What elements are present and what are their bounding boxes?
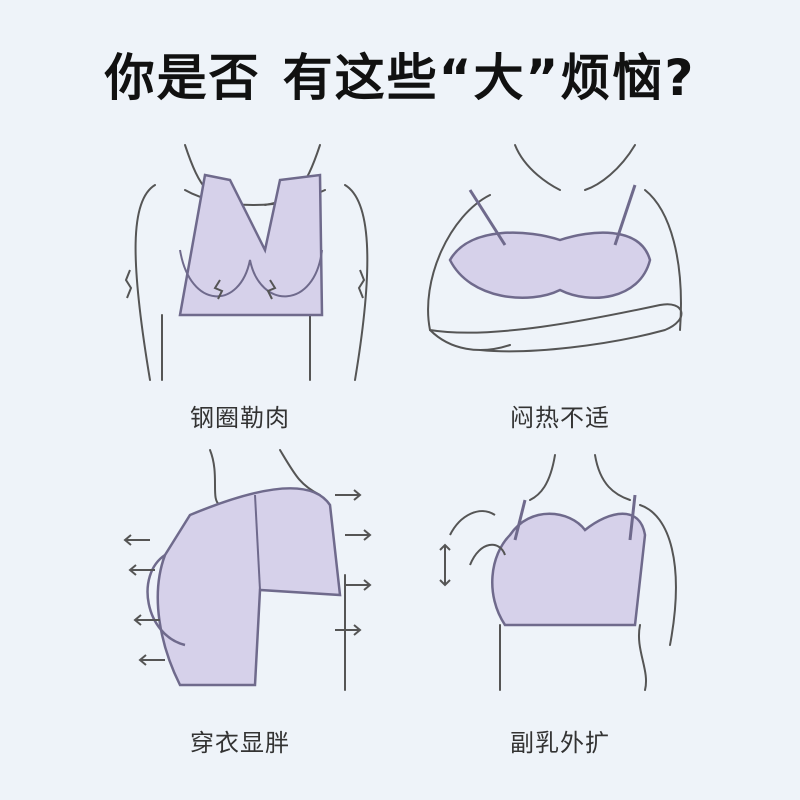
underwire-illustration	[124, 144, 369, 381]
title-part2: 有这些“大”烦恼?	[282, 49, 696, 107]
side-spill-illustration	[439, 454, 677, 691]
panel-side-spill: 副乳外扩	[410, 445, 710, 757]
squeeze-lines-icon	[124, 269, 366, 300]
caption-looks-fat: 穿衣显胖	[190, 729, 290, 757]
panel-underwire: 钢圈勒肉	[90, 130, 390, 432]
panel-stuffy: 闷热不适	[410, 130, 710, 432]
expand-arrows-icon	[123, 489, 372, 666]
shirt-shape	[156, 487, 342, 687]
panel-looks-fat: 穿衣显胖	[90, 445, 390, 757]
caption-underwire: 钢圈勒肉	[190, 404, 290, 432]
stuffy-illustration	[427, 144, 683, 353]
spill-arrows-icon	[439, 510, 506, 587]
title-part1: 你是否	[104, 49, 261, 107]
caption-stuffy: 闷热不适	[510, 404, 610, 432]
bra-shape	[491, 512, 647, 627]
bra-shape	[178, 173, 324, 317]
page-title: 你是否有这些“大”烦恼?	[0, 38, 800, 110]
looks-fat-illustration	[123, 449, 372, 691]
bra-shape	[448, 231, 652, 300]
caption-side-spill: 副乳外扩	[510, 729, 610, 757]
